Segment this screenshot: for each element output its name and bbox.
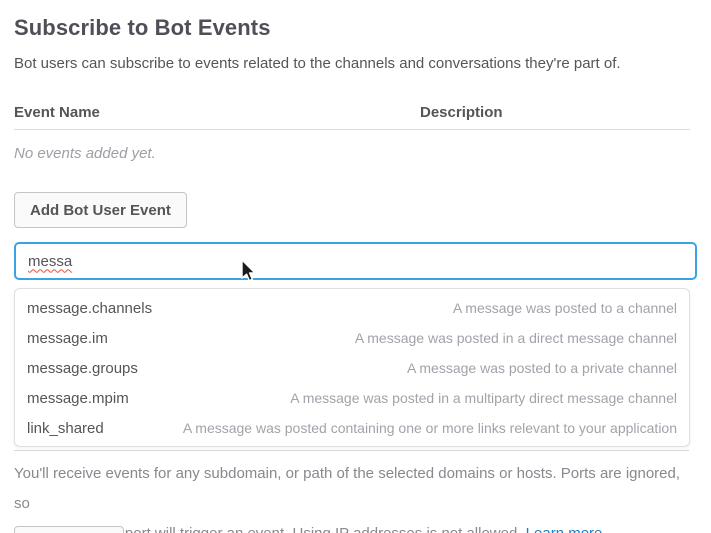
- event-search-input-value: messa: [28, 252, 73, 270]
- suggestion-name: message.im: [27, 329, 108, 347]
- suggestion-name: message.channels: [27, 299, 153, 317]
- column-header-description: Description: [420, 104, 503, 121]
- event-search-input[interactable]: messa: [14, 242, 697, 280]
- suggestion-description: A message was posted to a channel: [452, 300, 677, 316]
- domains-note: You'll receive events for any subdomain,…: [14, 459, 692, 533]
- page-title: Subscribe to Bot Events: [14, 15, 271, 40]
- suggestion-description: A message was posted to a private channe…: [406, 360, 677, 376]
- empty-state-message: No events added yet.: [14, 145, 156, 162]
- suggestion-description: A message was posted in a multiparty dir…: [290, 390, 677, 406]
- suggestion-name: message.groups: [27, 359, 138, 377]
- page-subtitle: Bot users can subscribe to events relate…: [14, 55, 621, 72]
- suggestion-name: link_shared: [27, 419, 104, 437]
- events-table-header: Event Name Description: [0, 104, 711, 124]
- suggestion-message-mpim[interactable]: message.mpim A message was posted in a m…: [15, 383, 689, 413]
- table-header-divider: [14, 129, 690, 130]
- domains-note-line2: requests on any port will trigger an eve…: [14, 525, 522, 533]
- learn-more-link[interactable]: Learn more.: [526, 525, 607, 533]
- suggestion-description: A message was posted containing one or m…: [182, 420, 677, 436]
- partial-button-bottom[interactable]: [14, 526, 124, 533]
- suggestion-message-channels[interactable]: message.channels A message was posted to…: [15, 293, 689, 323]
- suggestion-name: message.mpim: [27, 389, 129, 407]
- suggestion-message-groups[interactable]: message.groups A message was posted to a…: [15, 353, 689, 383]
- section-divider: [14, 450, 689, 451]
- event-suggestions-dropdown: message.channels A message was posted to…: [14, 288, 690, 447]
- domains-note-line1: You'll receive events for any subdomain,…: [14, 465, 681, 512]
- suggestion-link-shared[interactable]: link_shared A message was posted contain…: [15, 413, 689, 443]
- column-header-event-name: Event Name: [14, 104, 100, 121]
- add-bot-user-event-button[interactable]: Add Bot User Event: [14, 192, 187, 228]
- suggestion-message-im[interactable]: message.im A message was posted in a dir…: [15, 323, 689, 353]
- suggestion-description: A message was posted in a direct message…: [354, 330, 677, 346]
